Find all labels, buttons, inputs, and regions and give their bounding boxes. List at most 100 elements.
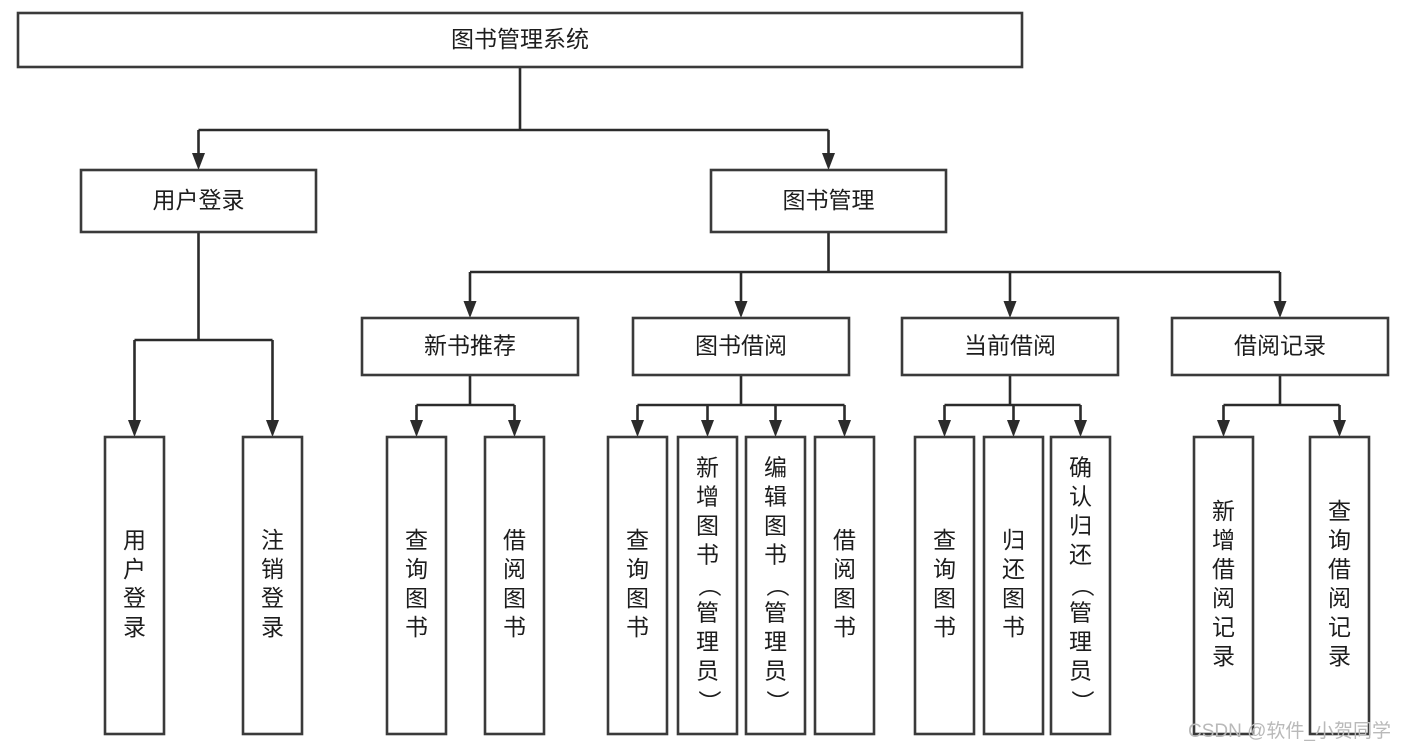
arrow-head-icon (128, 420, 141, 437)
node-label: 新书推荐 (424, 333, 516, 359)
node-box[interactable] (1049, 435, 1112, 736)
node-label-char: 录 (261, 614, 284, 640)
node-label-char: 辑 (764, 484, 787, 510)
node-label-char: 图 (933, 585, 956, 611)
node-box[interactable] (79, 168, 318, 234)
arrow-head-icon (769, 420, 782, 437)
node-label-char: 阅 (833, 556, 856, 582)
leaf-node[interactable]: 用户登录 (103, 435, 166, 736)
level3-node[interactable]: 当前借阅 (900, 316, 1120, 377)
node-label-char: 员 (764, 658, 787, 684)
arrow-head-icon (701, 420, 714, 437)
arrow-head-icon (266, 420, 279, 437)
node-label-char: 新 (1212, 498, 1235, 524)
node-label-char: 员 (1069, 658, 1092, 684)
node-label-char: 管 (1069, 600, 1092, 626)
arrow-head-icon (631, 420, 644, 437)
node-label-char: 图 (503, 585, 526, 611)
node-label: 图书管理系统 (451, 26, 589, 52)
node-label-char: 登 (261, 585, 284, 611)
node-label-char: 用 (123, 527, 146, 553)
node-label-char: 录 (1212, 643, 1235, 669)
level3-node[interactable]: 新书推荐 (360, 316, 580, 377)
node-label-char: 书 (764, 542, 787, 568)
node-label: 图书管理 (783, 187, 875, 213)
node-box[interactable] (103, 435, 166, 736)
node-box[interactable] (982, 435, 1045, 736)
node-box[interactable] (385, 435, 448, 736)
arrow-head-icon (838, 420, 851, 437)
node-label-char: 阅 (503, 556, 526, 582)
node-box[interactable] (813, 435, 876, 736)
node-label-char: 书 (1002, 614, 1025, 640)
level3-node[interactable]: 图书借阅 (631, 316, 851, 377)
node-label-char: 询 (405, 556, 428, 582)
node-label-char: 认 (1069, 484, 1092, 510)
node-box[interactable] (360, 316, 580, 377)
connector-group (631, 375, 851, 437)
node-label-char: ） (696, 690, 722, 713)
connector-group (192, 67, 835, 170)
arrow-head-icon (1003, 301, 1017, 318)
node-box[interactable] (676, 435, 739, 736)
node-label-char: 管 (764, 600, 787, 626)
node-box[interactable] (1308, 435, 1371, 736)
node-box[interactable] (709, 168, 948, 234)
node-box[interactable] (913, 435, 976, 736)
node-label-char: 图 (626, 585, 649, 611)
arrow-head-icon (1273, 301, 1287, 318)
level2-node[interactable]: 图书管理 (709, 168, 948, 234)
node-label-char: 管 (696, 600, 719, 626)
connector-group (463, 232, 1287, 318)
node-label-char: 询 (626, 556, 649, 582)
node-label-char: 确 (1069, 455, 1092, 481)
node-label: 借阅记录 (1234, 333, 1326, 359)
node-label-char: 员 (696, 658, 719, 684)
node-box[interactable] (1192, 435, 1255, 736)
node-label-char: 归 (1002, 527, 1025, 553)
root-node-book-management-system[interactable]: 图书管理系统 (16, 11, 1024, 69)
arrow-head-icon (938, 420, 951, 437)
node-label-char: 录 (123, 614, 146, 640)
arrow-head-icon (410, 420, 423, 437)
node-box[interactable] (900, 316, 1120, 377)
node-label-char: 查 (933, 527, 956, 553)
node-box[interactable] (606, 435, 669, 736)
node-label-char: 记 (1212, 614, 1235, 640)
level3-node[interactable]: 借阅记录 (1170, 316, 1390, 377)
level2-node[interactable]: 用户登录 (79, 168, 318, 234)
node-label-char: 归 (1069, 513, 1092, 539)
node-box[interactable] (1170, 316, 1390, 377)
node-label-char: 阅 (1328, 585, 1351, 611)
node-label-char: 增 (1212, 527, 1235, 553)
node-box[interactable] (744, 435, 807, 736)
connector-group (410, 375, 521, 437)
node-label-char: 销 (261, 556, 284, 582)
node-label-char: 理 (1069, 629, 1092, 655)
node-label-char: 登 (123, 585, 146, 611)
node-box[interactable] (631, 316, 851, 377)
node-box[interactable] (241, 435, 304, 736)
node-box[interactable] (16, 11, 1024, 69)
arrow-head-icon (1333, 420, 1346, 437)
node-box[interactable] (483, 435, 546, 736)
arrow-head-icon (1074, 420, 1087, 437)
